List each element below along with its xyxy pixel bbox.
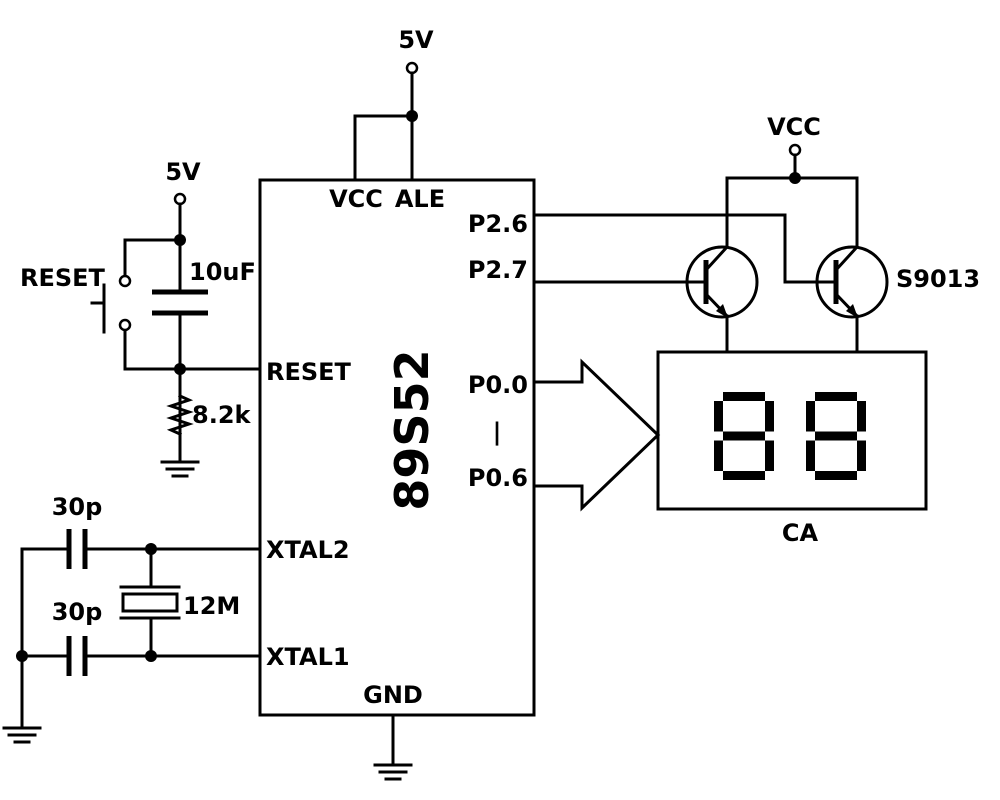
transistor-right-body	[815, 245, 889, 319]
segment-a	[815, 392, 857, 401]
transistor-supply-junction	[789, 172, 801, 184]
pin-p2-6-label: P2.6	[468, 210, 528, 238]
p0-bus-arrow	[532, 358, 661, 512]
pin-gnd-label: GND	[363, 681, 423, 709]
top-supply-label: 5V	[398, 26, 434, 54]
crystal-body	[121, 592, 179, 613]
segment-f	[806, 401, 815, 432]
reset-resistor-label: 8.2k	[192, 401, 252, 429]
display-digit-left	[714, 392, 774, 480]
segment-g	[723, 431, 765, 441]
oscillator-circuit: 30p 12M 30p	[2, 493, 262, 744]
display-label: CA	[782, 519, 819, 547]
pin-reset-label: RESET	[266, 358, 352, 386]
segment-d	[723, 471, 765, 480]
segment-d	[815, 471, 857, 480]
reset-button-contact-top	[118, 274, 132, 288]
xtal1-junction	[145, 650, 157, 662]
top-supply-junction	[406, 110, 418, 122]
reset-circuit: 5V 10uF RESET 8.2k	[20, 158, 262, 478]
pin-vcc-label: VCC	[329, 185, 383, 213]
seven-segment-display: CA	[656, 350, 928, 547]
transistor-left-emitter-arrow	[716, 304, 728, 318]
segment-e	[806, 440, 815, 471]
oscillator-ground-junction	[16, 650, 28, 662]
reset-resistor	[166, 394, 194, 436]
chip-ground	[373, 713, 413, 781]
transistor-supply: VCC	[725, 113, 859, 249]
transistor-supply-label: VCC	[767, 113, 821, 141]
segment-b	[765, 401, 774, 432]
reset-button-contact-bottom	[118, 318, 132, 332]
chip-body	[258, 178, 536, 717]
port-wires	[532, 213, 822, 512]
segment-g	[815, 431, 857, 441]
p2-6-wire	[532, 213, 822, 284]
segment-e	[714, 440, 723, 471]
display-digit-right	[806, 392, 866, 480]
transistor-label: S9013	[896, 265, 980, 293]
xtal1-capacitor-label: 30p	[52, 598, 103, 626]
segment-c	[765, 440, 774, 471]
segment-b	[857, 401, 866, 432]
pin-xtal1-label: XTAL1	[266, 643, 350, 671]
reset-button-label: RESET	[20, 264, 106, 292]
segment-c	[857, 440, 866, 471]
transistor-right-emitter-arrow	[846, 304, 858, 318]
pin-ale-label: ALE	[395, 185, 445, 213]
segment-a	[723, 392, 765, 401]
chip-name: 89S52	[385, 349, 439, 510]
pin-xtal2-label: XTAL2	[266, 536, 350, 564]
pin-p2-7-label: P2.7	[468, 256, 528, 284]
pin-p0-0-label: P0.0	[468, 371, 528, 399]
display-frame	[656, 350, 928, 511]
pin-bus-separator: |	[493, 418, 502, 446]
pin-p0-6-label: P0.6	[468, 464, 528, 492]
transistor-left	[685, 244, 759, 354]
crystal-label: 12M	[183, 592, 240, 620]
xtal2-capacitor-label: 30p	[52, 493, 103, 521]
transistor-right: S9013	[815, 244, 980, 354]
top-supply: 5V	[353, 26, 434, 182]
transistor-left-body	[685, 245, 759, 319]
segment-f	[714, 401, 723, 432]
reset-capacitor-label: 10uF	[189, 258, 256, 286]
reset-supply-label: 5V	[165, 158, 201, 186]
